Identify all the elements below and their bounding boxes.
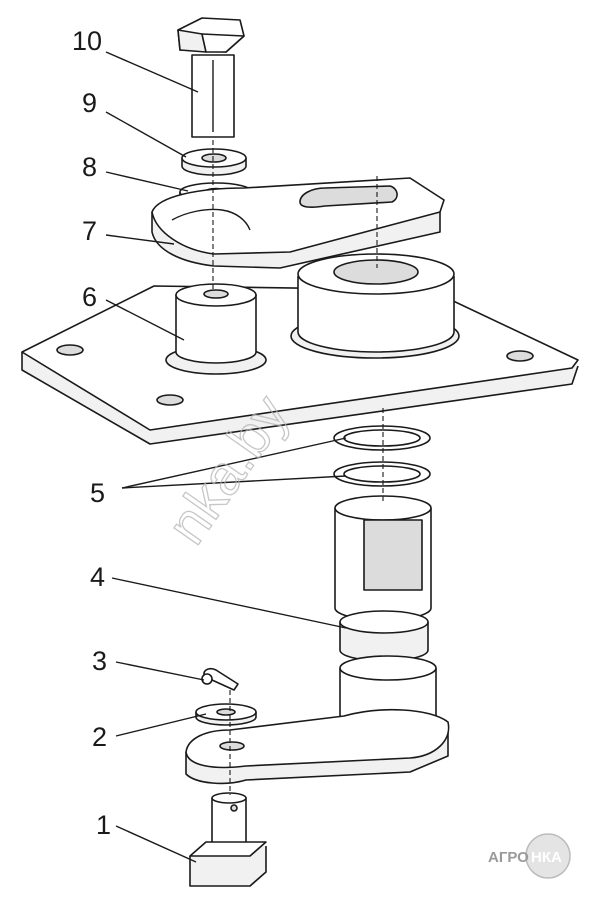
callout-4: 4: [90, 562, 105, 592]
logo-text-right: НКА: [531, 849, 562, 866]
callout-7: 7: [82, 216, 97, 246]
leader-lines: [105, 51, 347, 863]
agronka-logo: АГРО НКА: [488, 833, 571, 879]
part-9-lock-washer: [181, 148, 247, 176]
part-6-bushing: [165, 283, 267, 375]
part-3-cotter-pin: [201, 667, 239, 691]
part-4-shaft: [334, 495, 437, 735]
callout-2: 2: [92, 722, 107, 752]
callout-3: 3: [92, 646, 107, 676]
callout-5: 5: [90, 478, 105, 508]
bottom-lever: [185, 709, 450, 785]
logo-text-left: АГРО: [488, 849, 529, 866]
part-5-o-rings: [333, 425, 431, 487]
part-1-pin: [189, 792, 267, 887]
center-axes: [212, 140, 384, 795]
callout-labels: 10 9 8 7 6 5 4 3 2 1: [72, 26, 111, 840]
part-7-slotted-lever: [151, 177, 445, 269]
base-plate: [21, 253, 579, 445]
part-10-hex-bolt: [177, 17, 245, 138]
callout-1: 1: [96, 810, 111, 840]
callout-10: 10: [72, 26, 102, 56]
callout-6: 6: [82, 282, 97, 312]
callout-8: 8: [82, 152, 97, 182]
callout-9: 9: [82, 88, 97, 118]
